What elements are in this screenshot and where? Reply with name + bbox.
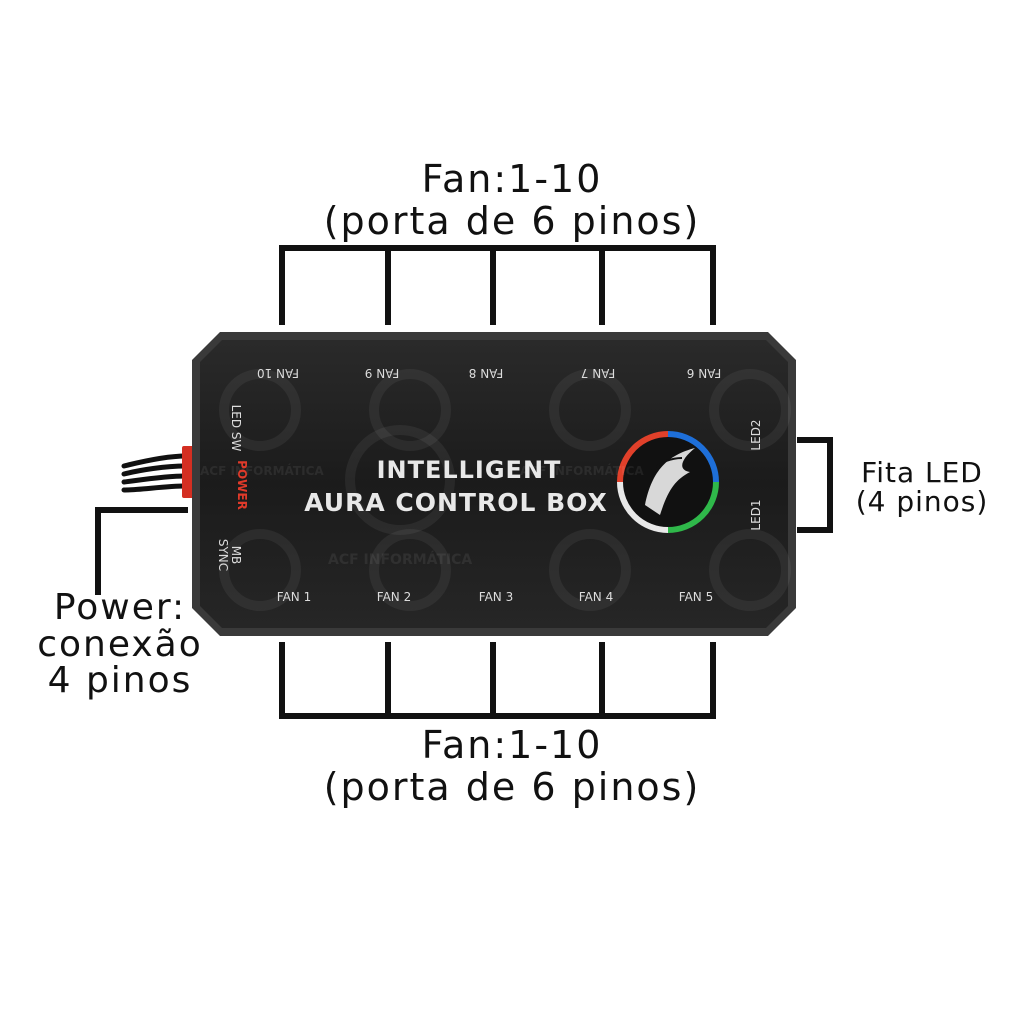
port-fan-9: FAN 9 (364, 366, 400, 380)
led1-port-label: LED1 (749, 499, 763, 531)
port-fan-3: FAN 3 (478, 590, 514, 604)
led2-port-label: LED2 (749, 419, 763, 451)
led-strip-label: Fita LED (4 pinos) (842, 458, 1002, 517)
port-fan-5: FAN 5 (678, 590, 714, 604)
led-bracket (797, 437, 833, 533)
power-cable (121, 453, 189, 493)
device-title-line1: INTELLIGENT (376, 456, 562, 484)
power-label-line2: conexão (37, 623, 203, 665)
port-fan-7: FAN 7 (580, 366, 616, 380)
port-fan-8: FAN 8 (468, 366, 504, 380)
top-ports-label-line1: Fan:1-10 (421, 157, 603, 201)
port-fan-1: FAN 1 (276, 590, 312, 604)
aura-control-box: INTELLIGENT AURA CONTROL BOX ACF INFORMÁ… (190, 330, 798, 638)
port-fan-2: FAN 2 (376, 590, 412, 604)
bottom-bracket (279, 642, 716, 719)
bottom-ports-label: Fan:1-10 (porta de 6 pinos) (262, 726, 762, 806)
power-port-label: POWER (235, 460, 249, 510)
power-bracket (95, 507, 188, 595)
mb-sync-label: MB SYNC (216, 538, 243, 572)
led-label-line2: (4 pinos) (855, 485, 989, 519)
watermark-text: ACF INFORMÁTICA (328, 552, 473, 568)
port-fan-4: FAN 4 (578, 590, 614, 604)
top-ports-label: Fan:1-10 (porta de 6 pinos) (262, 160, 762, 240)
port-fan-6: FAN 6 (686, 366, 722, 380)
power-label-line3: 4 pinos (47, 660, 193, 702)
device-title-line2: AURA CONTROL BOX (304, 488, 608, 517)
aura-logo-icon (617, 431, 719, 533)
led-sw-label: LED SW (229, 404, 243, 452)
led-label-line1: Fita LED (861, 456, 983, 489)
top-bracket (279, 245, 716, 325)
device-body (192, 332, 796, 636)
watermark-text: ACF INFORMÁTICA (520, 464, 644, 478)
watermark-text: ACF INFORMÁTICA (200, 464, 324, 478)
bottom-ports-label-line1: Fan:1-10 (421, 723, 603, 767)
bottom-ports-label-line2: (porta de 6 pinos) (323, 765, 701, 809)
power-label-line1: Power: (53, 587, 187, 628)
top-ports-label-line2: (porta de 6 pinos) (323, 199, 701, 243)
power-connection-label: Power: conexão 4 pinos (20, 587, 220, 702)
port-fan-10: FAN 10 (256, 366, 300, 380)
